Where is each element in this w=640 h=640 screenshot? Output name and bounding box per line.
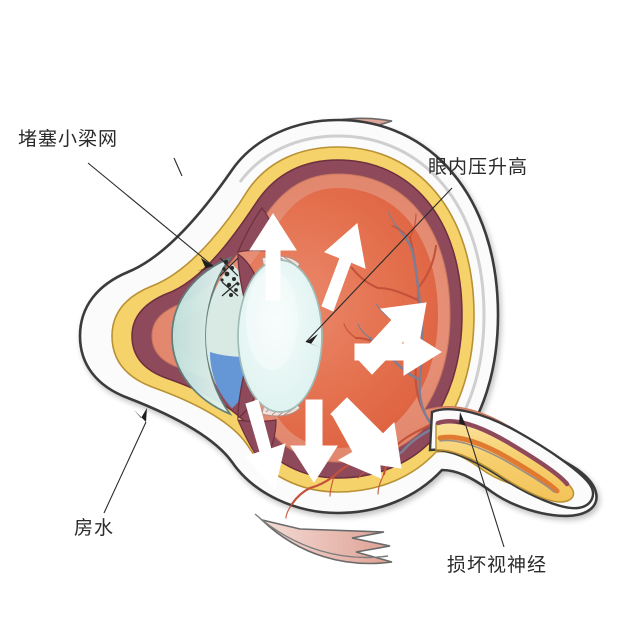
- optic-nerve: [428, 408, 595, 510]
- pressure-arrows: [244, 213, 442, 490]
- pressure-arrow-down-right: [331, 403, 382, 479]
- leader-arrowheads: [134, 258, 466, 426]
- pressure-arrow-up-left: [249, 213, 297, 301]
- label-aqueous-humor: 房水: [74, 517, 115, 539]
- lens: [237, 259, 323, 413]
- leader-line-opticnerve: [465, 425, 505, 548]
- pressure-arrow-down-left: [244, 399, 286, 490]
- label-elevated-intraocular-pressure: 眼内压升高: [428, 156, 529, 178]
- label-blocked-trabecular-meshwork: 堵塞小梁网: [18, 128, 119, 150]
- pressure-arrow-right: [354, 328, 442, 376]
- leader-lines: [87, 157, 505, 548]
- pressure-arrow-up-right: [321, 223, 366, 312]
- trabecular-blockage-icon: [219, 257, 240, 297]
- leader-line-iop: [305, 187, 453, 343]
- leader-line-trabecular: [87, 162, 214, 267]
- cornea: [171, 255, 233, 417]
- label-damaged-optic-nerve: 损坏视神经: [447, 554, 548, 576]
- leader-line-aqueous: [103, 421, 147, 514]
- leader-tick-decor: [173, 157, 183, 177]
- conjunctiva-flap-lower: [254, 513, 393, 565]
- pressure-arrow-down-center: [290, 399, 338, 483]
